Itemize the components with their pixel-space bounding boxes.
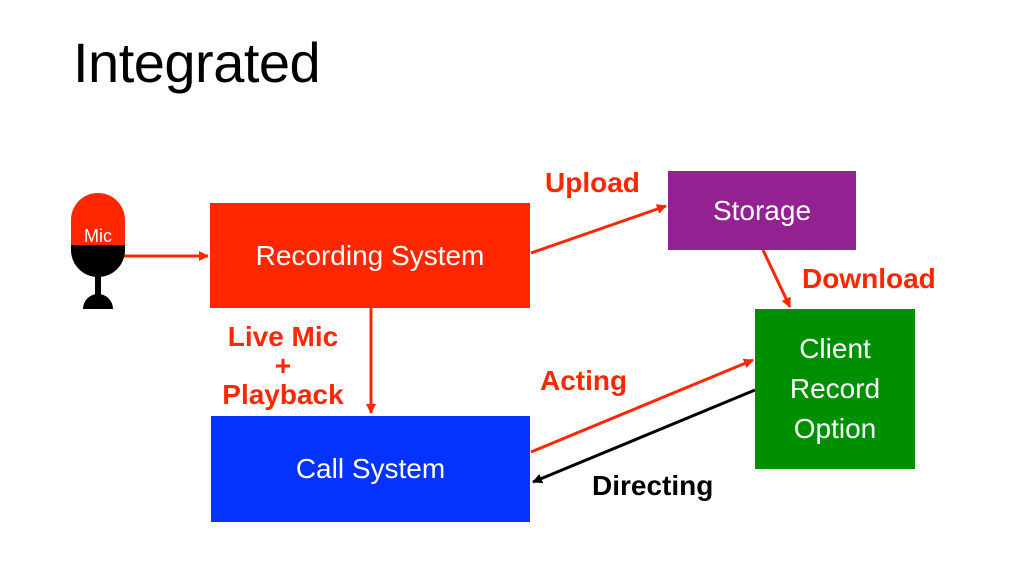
client-record-option-box: Client Record Option xyxy=(755,309,915,469)
arrow-download xyxy=(761,249,792,308)
storage-box: Storage xyxy=(668,171,856,250)
recording-system-box: Recording System xyxy=(210,203,530,308)
mic-icon xyxy=(71,193,125,309)
acting-label: Acting xyxy=(540,365,628,396)
client-record-option-label: Client Record Option xyxy=(789,333,881,444)
arrow-acting xyxy=(530,358,754,454)
download-label: Download xyxy=(802,263,936,294)
playback-line: Playback xyxy=(222,379,344,410)
live-mic-playback-label: Live Mic + Playback xyxy=(212,322,354,409)
storage-label: Storage xyxy=(712,194,812,226)
live-mic-line: Live Mic xyxy=(227,321,339,352)
slide-title: Integrated xyxy=(73,31,321,94)
upload-label: Upload xyxy=(545,167,640,198)
plus-line: + xyxy=(274,350,292,381)
directing-label: Directing xyxy=(592,470,714,501)
arrow-directing xyxy=(532,388,756,484)
mic-label: Mic xyxy=(84,226,112,246)
arrow-upload xyxy=(530,204,667,255)
call-system-label: Call System xyxy=(295,453,446,484)
recording-system-label: Recording System xyxy=(255,239,485,271)
call-system-box: Call System xyxy=(211,416,530,522)
